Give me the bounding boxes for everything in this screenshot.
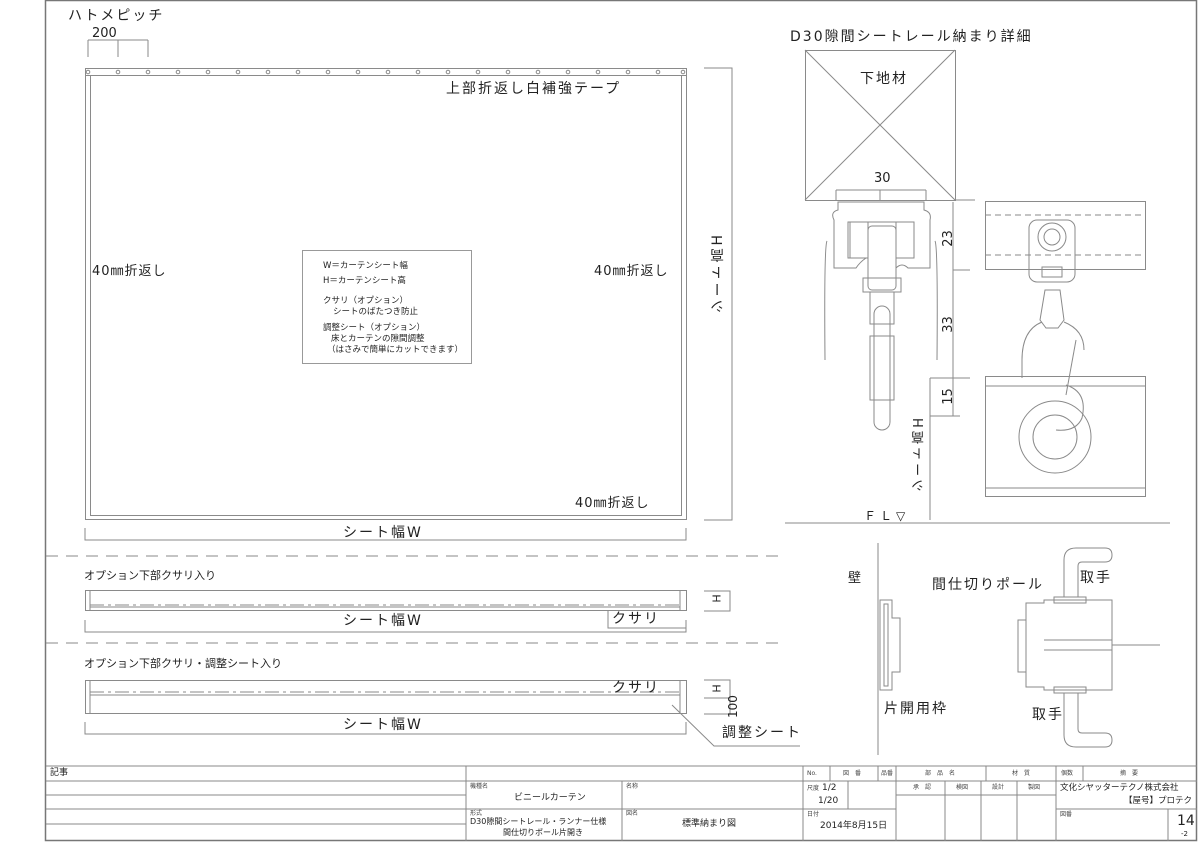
note-chain: クサリ（オプション） [323,296,409,306]
check-header: 検図 [956,784,969,791]
handle-bottom-label: 取手 [1032,707,1064,723]
eyelets [85,69,686,75]
material-header: 材 質 [1012,770,1031,777]
drawing-name-label: 図名 [626,810,639,817]
dim-23: 23 [940,230,956,247]
note-adjust-desc: 床とカーテンの隙間調整 [331,334,425,344]
option1-title: オプション下部クサリ入り [84,569,216,582]
option2-adjust-label: 調整シート [722,725,802,741]
floor-level-label: ＦＬ▽ [864,509,910,523]
qty-header: 個数 [1061,770,1074,777]
scale-label: 尺度 [807,785,820,792]
right-fold-label: 40㎜折返し [594,264,669,279]
option2-chain-label: クサリ [612,680,660,696]
scale-2: 1/20 [818,796,839,806]
detail-title: D30隙間シートレール納まり詳細 [790,29,1033,45]
notes-box: W＝カーテンシート幅 H＝カーテンシート高 クサリ（オプション） シートのばたつ… [302,250,472,364]
name-label: 名称 [626,783,639,790]
model-value: ビニールカーテン [514,793,586,803]
part-name-header: 部 品 名 [925,770,956,777]
wall-label: 壁 [848,571,862,586]
drawing-number-sub: -2 [1181,830,1188,838]
bottom-fold-label: 40㎜折返し [575,496,650,511]
drawing-number: 14 [1177,813,1195,829]
drawing-name-value: 標準納まり図 [682,819,737,829]
handle-top-label: 取手 [1080,570,1112,586]
note-adjust: 調整シート（オプション） [323,323,426,333]
note-chain-desc: シートのばたつき防止 [333,307,419,317]
eyelet-pitch-value: 200 [92,26,117,41]
drawing-no-header: 図 番 [843,770,862,777]
no-header: No. [807,770,817,777]
sheet-height-label: シート高H [710,232,726,314]
model-label: 機種名 [470,783,489,790]
dim-15: 15 [940,388,956,405]
option2-dim-100: 100 [726,695,740,718]
left-fold-label: 40㎜折返し [92,264,167,279]
company-brand: 【屋号】プロテク [1124,796,1193,806]
part-no-header: 品番 [881,770,894,777]
partition-pole-label: 間仕切りポール [932,577,1044,593]
top-tape-label: 上部折返し白補強テープ [446,81,622,97]
remarks-label: 記事 [50,768,69,778]
detail-height-label: シート高H [912,415,927,492]
option1-h-label: H [710,594,724,603]
option2-h-label: H [710,684,724,693]
type-value-1: D30隙間シートレール・ランナー仕様 [470,817,607,826]
frame-label: 片開用枠 [884,701,948,717]
option1-width-label: シート幅W [343,613,423,629]
scale-1: 1/2 [822,783,837,793]
eyelet-pitch-label: ハトメピッチ [68,8,165,24]
design-header: 設計 [992,784,1005,791]
option2-title: オプション下部クサリ・調整シート入り [84,657,282,670]
note-w: W＝カーテンシート幅 [323,261,408,271]
summary-header: 摘 要 [1120,770,1139,777]
option2-width-label: シート幅W [343,717,423,733]
company-name: 文化シヤッターテクノ株式会社 [1060,783,1179,793]
base-material-label: 下地材 [860,71,908,87]
drawing-number-label: 図番 [1060,811,1073,818]
date-value: 2014年8月15日 [820,821,888,831]
type-label: 形式 [470,810,483,817]
dim-33: 33 [940,316,956,333]
option1-chain-label: クサリ [612,611,660,627]
draft-header: 製図 [1028,784,1041,791]
type-value-2: 間仕切りポール片開き [503,828,583,837]
approve-header: 承 認 [913,784,932,791]
note-h: H＝カーテンシート高 [323,276,406,286]
dim-30: 30 [874,171,891,186]
sheet-width-label: シート幅W [343,525,423,541]
date-label: 日付 [807,811,820,818]
note-adjust-cut: （はさみで簡単にカットできます） [327,345,464,355]
